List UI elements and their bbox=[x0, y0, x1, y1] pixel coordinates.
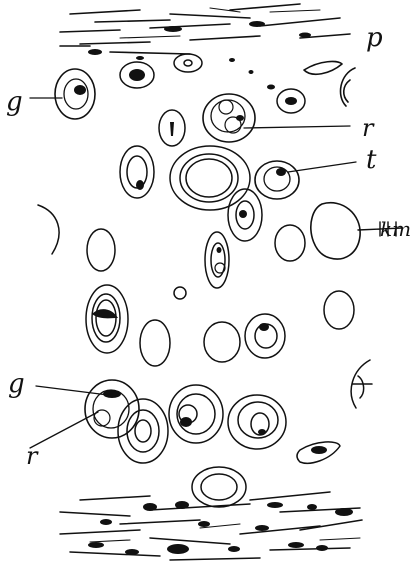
label-g-top: g bbox=[6, 87, 23, 117]
cell-t bbox=[255, 161, 356, 199]
label-km: km bbox=[380, 217, 411, 241]
lower-cells bbox=[118, 385, 340, 507]
label-p: p bbox=[366, 23, 383, 53]
bottom-fibrous-layer bbox=[60, 492, 362, 560]
cell-g-top bbox=[30, 69, 95, 119]
label-r-bottom: r bbox=[26, 442, 39, 470]
label-r-top: r bbox=[362, 114, 375, 142]
top-nuclei bbox=[88, 21, 311, 60]
cell-g-r-bottom bbox=[30, 380, 139, 448]
middle-upper-cells bbox=[38, 146, 305, 299]
label-g-bottom: g bbox=[8, 369, 25, 399]
middle-cells bbox=[86, 285, 372, 408]
label-t: t bbox=[366, 145, 377, 175]
top-right-fragments bbox=[304, 62, 355, 106]
top-fibrous-layer bbox=[60, 4, 350, 54]
